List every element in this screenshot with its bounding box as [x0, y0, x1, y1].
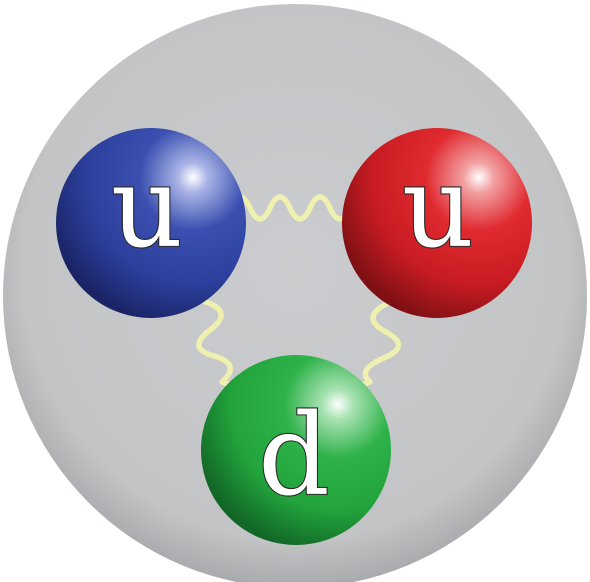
quark-label-red: u [402, 143, 474, 273]
up-quark-blue: u [56, 128, 246, 318]
quark-label-green: d [258, 391, 330, 521]
down-quark-green: d [201, 355, 391, 545]
quark-sphere-red [342, 128, 532, 318]
quark-sphere-blue [56, 128, 246, 318]
up-quark-red: u [342, 128, 532, 318]
quark-sphere-green [201, 355, 391, 545]
quark-label-blue: u [111, 143, 183, 273]
